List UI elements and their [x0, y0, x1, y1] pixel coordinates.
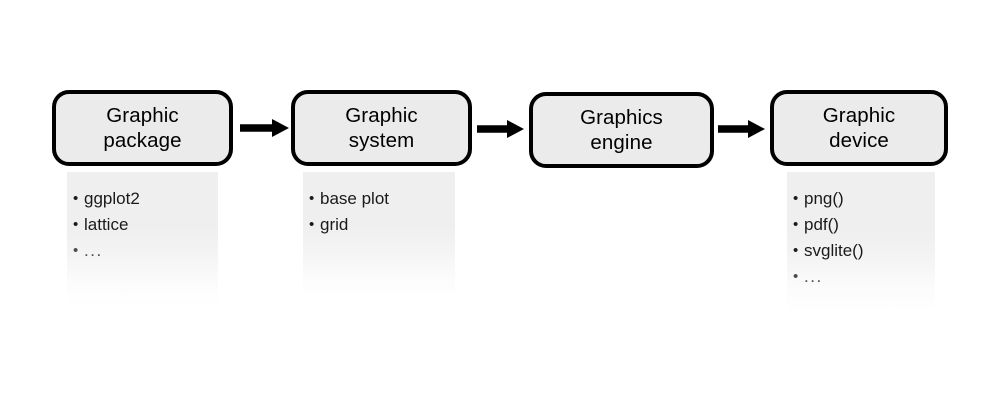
list-item-label: base plot [320, 189, 389, 208]
list-item: • grid [309, 212, 455, 238]
list-item-label: pdf() [804, 215, 839, 234]
list-item: • lattice [73, 212, 218, 238]
list-item: • ... [793, 264, 935, 290]
list-item-label: png() [804, 189, 844, 208]
arrow-right-icon [240, 117, 290, 139]
list-item-label: grid [320, 215, 349, 234]
stage-graphic-package-list: • ggplot2 • lattice • ... [67, 172, 218, 305]
stage-graphic-package-box[interactable]: Graphic package [52, 90, 233, 166]
arrow-right-icon [718, 118, 766, 140]
bullet-icon: • [309, 190, 315, 207]
stage-graphic-device-title: Graphic device [822, 104, 896, 152]
list-item: • base plot [309, 186, 455, 212]
list-item: • ggplot2 [73, 186, 218, 212]
list-item-label: ... [84, 241, 103, 260]
stage-graphic-system-box[interactable]: Graphic system [291, 90, 472, 166]
stage-graphic-package-title: Graphic package [103, 104, 182, 152]
list-item-label: ... [804, 267, 823, 286]
stage-graphics-engine-title: Graphics engine [580, 106, 663, 154]
bullet-icon: • [309, 216, 315, 233]
bullet-icon: • [73, 242, 80, 259]
list-item: • ... [73, 238, 218, 264]
stage-graphic-system-title: Graphic system [345, 104, 418, 152]
bullet-icon: • [73, 190, 79, 207]
bullet-icon: • [793, 242, 799, 259]
bullet-icon: • [793, 190, 799, 207]
list-item-label: svglite() [804, 241, 864, 260]
arrow-right-icon [477, 118, 525, 140]
stage-graphic-device-box[interactable]: Graphic device [770, 90, 948, 166]
stage-graphic-device-list: • png() • pdf() • svglite() • ... [787, 172, 935, 312]
stage-graphics-engine-box[interactable]: Graphics engine [529, 92, 714, 168]
list-item: • png() [793, 186, 935, 212]
list-item-label: lattice [84, 215, 129, 234]
list-item-label: ggplot2 [84, 189, 140, 208]
bullet-icon: • [793, 268, 800, 285]
stage-graphic-system-list: • base plot • grid [303, 172, 455, 300]
list-item: • pdf() [793, 212, 935, 238]
list-item: • svglite() [793, 238, 935, 264]
bullet-icon: • [793, 216, 799, 233]
bullet-icon: • [73, 216, 79, 233]
